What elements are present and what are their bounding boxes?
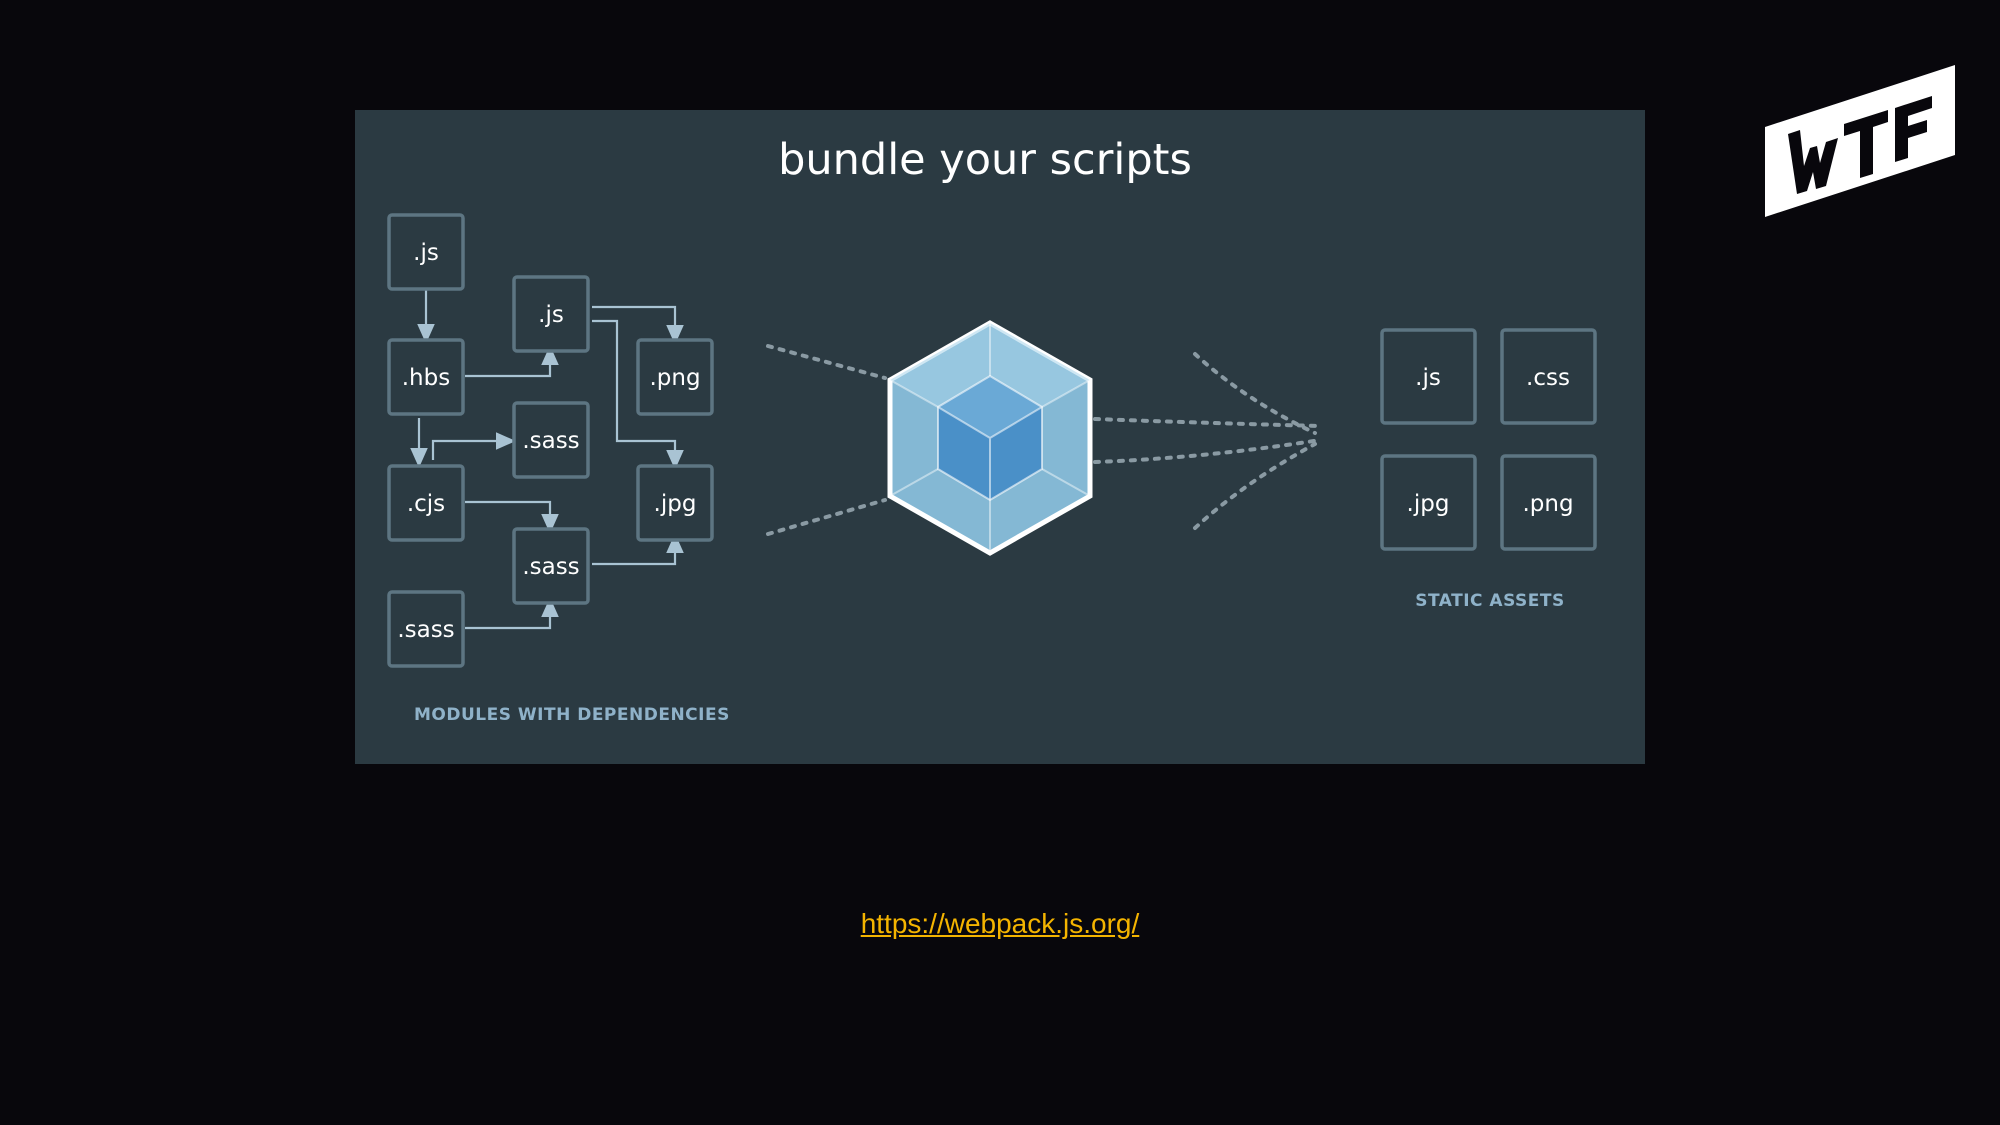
webpack-diagram: bundle your scripts .js .js .hbs (387, 135, 1597, 725)
webpack-link-container: https://webpack.js.org/ (0, 908, 2000, 940)
diagram-title: bundle your scripts (778, 135, 1192, 185)
module-label: .sass (522, 428, 579, 454)
webpack-link[interactable]: https://webpack.js.org/ (860, 908, 1140, 939)
funnel-lines (766, 344, 1322, 536)
module-box-jpg: .jpg (636, 464, 714, 542)
module-box-js-2: .js (512, 275, 590, 353)
module-box-png: .png (636, 338, 714, 416)
module-box-sass-2: .sass (512, 527, 590, 605)
module-box-sass-1: .sass (512, 401, 590, 479)
diagram-panel: bundle your scripts .js .js .hbs (355, 110, 1645, 764)
module-label: .js (538, 302, 564, 328)
asset-label: .css (1526, 365, 1570, 391)
asset-box-jpg: .jpg (1380, 454, 1477, 551)
asset-box-js: .js (1380, 328, 1477, 425)
module-label: .cjs (407, 491, 445, 517)
dependency-connectors (410, 290, 684, 630)
module-label: .js (413, 240, 439, 266)
module-box-hbs: .hbs (387, 338, 465, 416)
module-box-sass-3: .sass (387, 590, 465, 668)
asset-label: .jpg (1407, 491, 1450, 517)
asset-box-png: .png (1500, 454, 1597, 551)
module-label: .hbs (402, 365, 450, 391)
module-label: .sass (522, 554, 579, 580)
wtf-logo-icon (1760, 62, 1960, 221)
assets-caption: STATIC ASSETS (1415, 591, 1565, 611)
module-label: .png (649, 365, 700, 391)
module-label: .sass (397, 617, 454, 643)
asset-label: .png (1522, 491, 1573, 517)
module-box-cjs: .cjs (387, 464, 465, 542)
asset-label: .js (1415, 365, 1441, 391)
modules-caption: MODULES WITH DEPENDENCIES (414, 705, 730, 725)
webpack-cube-icon (887, 320, 1093, 556)
module-box-js-1: .js (387, 213, 465, 291)
module-label: .jpg (654, 491, 697, 517)
asset-box-css: .css (1500, 328, 1597, 425)
